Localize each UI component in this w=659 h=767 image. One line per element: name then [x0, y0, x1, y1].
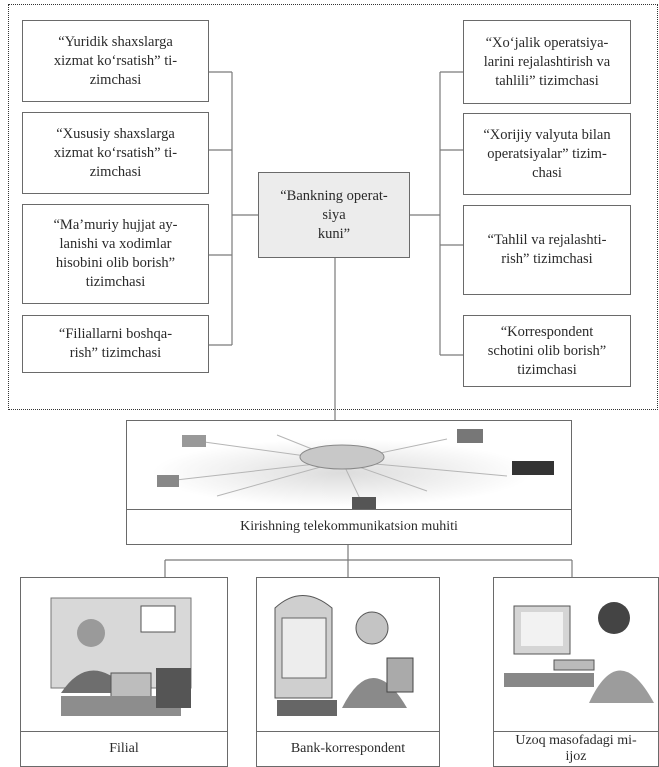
subsystem-label: “Yuridik shaxslarga xizmat ko‘rsatish” t… — [53, 33, 178, 88]
subsystem-label: “Korrespondent schotini olib borish” tiz… — [487, 323, 607, 378]
bank-operation-day-box: “Bankning operat- siya kuni” — [258, 172, 410, 258]
subsystems-boundary — [8, 4, 658, 410]
remote-client-illustration-icon — [504, 602, 654, 703]
correspondent-bank-caption: Bank-korrespondent — [257, 731, 439, 766]
right-subsystem-box: “Tahlil va rejalashti- rish” tizimchasi — [463, 205, 631, 295]
branch-caption: Filial — [21, 731, 227, 766]
left-subsystem-box: “Ma’muriy hujjat ay- lanishi va xodimlar… — [22, 204, 209, 304]
remote-client-panel: Uzoq masofadagi mi- ijoz — [493, 577, 659, 767]
telecom-environment-caption: Kirishning telekommunikatsion muhiti — [127, 509, 571, 544]
subsystem-label: “Xorijiy valyuta bilan operatsiyalar” ti… — [483, 126, 611, 181]
remote-client-caption: Uzoq masofadagi mi- ijoz — [494, 731, 658, 766]
left-subsystem-box: “Yuridik shaxslarga xizmat ko‘rsatish” t… — [22, 20, 209, 102]
subsystem-label: “Xo‘jalik operatsiya- larini rejalashtir… — [483, 34, 611, 89]
subsystem-label: “Ma’muriy hujjat ay- lanishi va xodimlar… — [53, 217, 178, 290]
subsystem-label: “Tahlil va rejalashti- rish” tizimchasi — [487, 232, 607, 267]
branch-panel: Filial — [20, 577, 228, 767]
right-subsystem-box: “Xorijiy valyuta bilan operatsiyalar” ti… — [463, 113, 631, 195]
office-worker-illustration-icon — [50, 597, 192, 716]
correspondent-bank-panel: Bank-korrespondent — [256, 577, 440, 767]
bank-operation-day-label: “Bankning operat- siya kuni” — [280, 187, 388, 242]
bank-clerk-illustration-icon — [274, 595, 414, 716]
left-subsystem-box: “Xususiy shaxslarga xizmat ko‘rsatish” t… — [22, 112, 209, 194]
telecom-environment-panel: Kirishning telekommunikatsion muhiti — [126, 420, 572, 545]
subsystem-label: “Xususiy shaxslarga xizmat ko‘rsatish” t… — [53, 125, 178, 180]
network-illustration-icon — [152, 429, 554, 509]
right-subsystem-box: “Xo‘jalik operatsiya- larini rejalashtir… — [463, 20, 631, 104]
subsystem-label: “Filiallarni boshqa- rish” tizimchasi — [58, 326, 173, 361]
left-subsystem-box: “Filiallarni boshqa- rish” tizimchasi — [22, 315, 209, 373]
right-subsystem-box: “Korrespondent schotini olib borish” tiz… — [463, 315, 631, 387]
